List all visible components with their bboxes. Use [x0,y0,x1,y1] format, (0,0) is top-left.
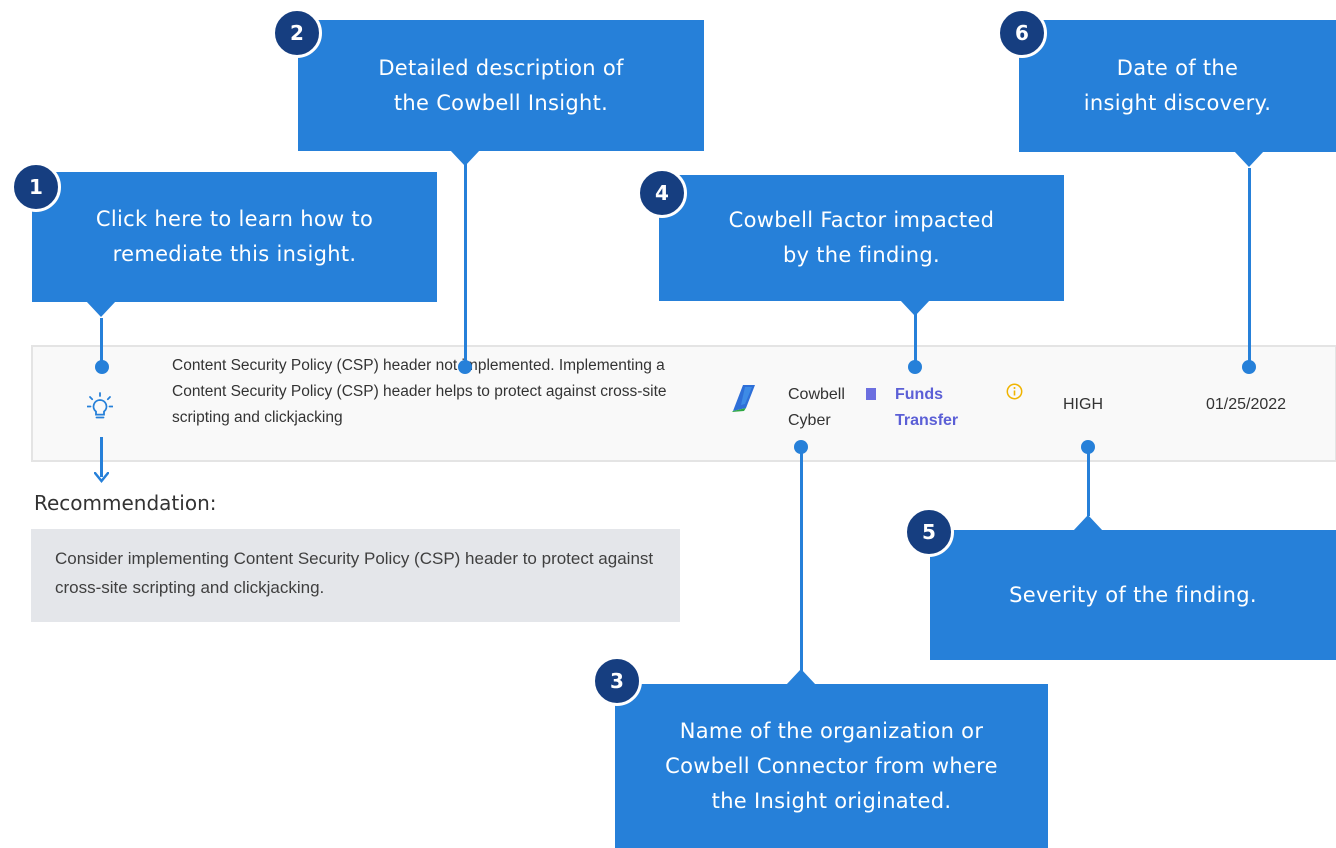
info-icon[interactable] [1006,383,1023,400]
callout-1-line [100,318,103,366]
callout-4-badge: 4 [637,168,687,218]
recommendation-label: Recommendation: [34,491,217,515]
callout-3-pointer [786,669,816,685]
callout-2-badge: 2 [272,8,322,58]
insight-row [31,345,1336,462]
recommendation-text: Consider implementing Content Security P… [55,549,654,597]
callout-6-pointer [1234,151,1264,167]
callout-3-dot [794,440,808,454]
discovery-date: 01/25/2022 [1206,396,1287,413]
recommendation-arrow-line [100,437,103,477]
callout-1-dot [95,360,109,374]
insight-source-name: Cowbell Cyber [788,386,845,429]
callout-6: Date of the insight discovery. [1019,20,1336,152]
callout-4-line [914,312,917,366]
callout-3-line [800,446,803,672]
callout-5-dot [1081,440,1095,454]
callout-6-badge: 6 [997,8,1047,58]
callout-2-line [464,164,467,364]
callout-2-dot [458,360,472,374]
arrow-down-icon [94,472,109,483]
recommendation-box: Consider implementing Content Security P… [31,529,680,622]
callout-5-line [1087,446,1090,516]
callout-1-badge: 1 [11,162,61,212]
callout-6-dot [1242,360,1256,374]
callout-5-badge: 5 [904,507,954,557]
callout-6-line [1248,168,1251,366]
cowbell-connector-icon [732,385,755,412]
factor-color-marker [866,388,876,400]
callout-1-pointer [86,301,116,317]
callout-4: Cowbell Factor impacted by the finding. [659,175,1064,301]
callout-2-pointer [450,150,480,166]
callout-3: Name of the organization or Cowbell Conn… [615,684,1048,848]
callout-3-badge: 3 [592,656,642,706]
callout-1: Click here to learn how to remediate thi… [32,172,437,302]
factor-link[interactable]: Funds Transfer [895,386,959,429]
insight-description: Content Security Policy (CSP) header not… [172,357,667,426]
lightbulb-icon[interactable] [87,392,113,422]
callout-5-pointer [1073,515,1103,531]
callout-2: Detailed description of the Cowbell Insi… [298,20,704,151]
callout-4-pointer [900,300,930,316]
severity-value: HIGH [1063,396,1103,413]
callout-5: Severity of the finding. [930,530,1336,660]
callout-4-dot [908,360,922,374]
